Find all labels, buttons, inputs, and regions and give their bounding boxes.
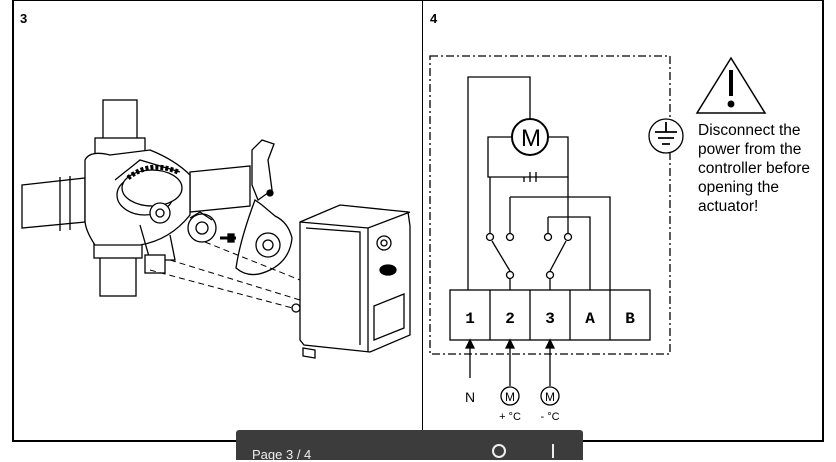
warning-line: power from the [698,141,802,158]
panel-3-number: 3 [20,11,28,26]
wiring-diagram [429,55,767,406]
warning-text: Disconnect the power from the controller… [698,121,828,216]
warning-line: opening the [698,179,780,196]
input-minus-motor: M [545,390,555,404]
adjust-knob [187,211,217,243]
horizontal-pipe [21,165,251,231]
scale-disc [121,164,183,274]
panel-4-number: 4 [430,11,438,26]
wrench [235,139,293,276]
input-n-label: N [465,389,475,405]
actuator-housing [291,204,411,359]
zoom-icon[interactable] [492,444,506,458]
page-indicator: Page 3 / 4 [252,447,312,462]
input-minus-label: - °C [540,411,559,423]
terminal-2: 2 [505,310,515,328]
warning-line: Disconnect the [698,122,801,139]
viewer-toolbar[interactable]: Page 3 / 4 [236,430,583,462]
terminal-block [449,289,651,341]
warning-line: actuator! [698,198,759,215]
input-plus-label: + °C [499,411,521,423]
terminal-1: 1 [465,310,475,328]
input-plus-motor: M [505,390,515,404]
screw [220,233,236,243]
warning-line: controller before [698,160,811,177]
terminal-a: A [585,310,595,328]
terminal-b: B [625,310,635,328]
terminal-3: 3 [545,310,555,328]
ground-icon [648,118,684,154]
alignment-lines [149,241,301,311]
panel-divider [422,0,423,442]
motor-label: M [521,125,541,152]
download-icon[interactable] [552,444,554,458]
